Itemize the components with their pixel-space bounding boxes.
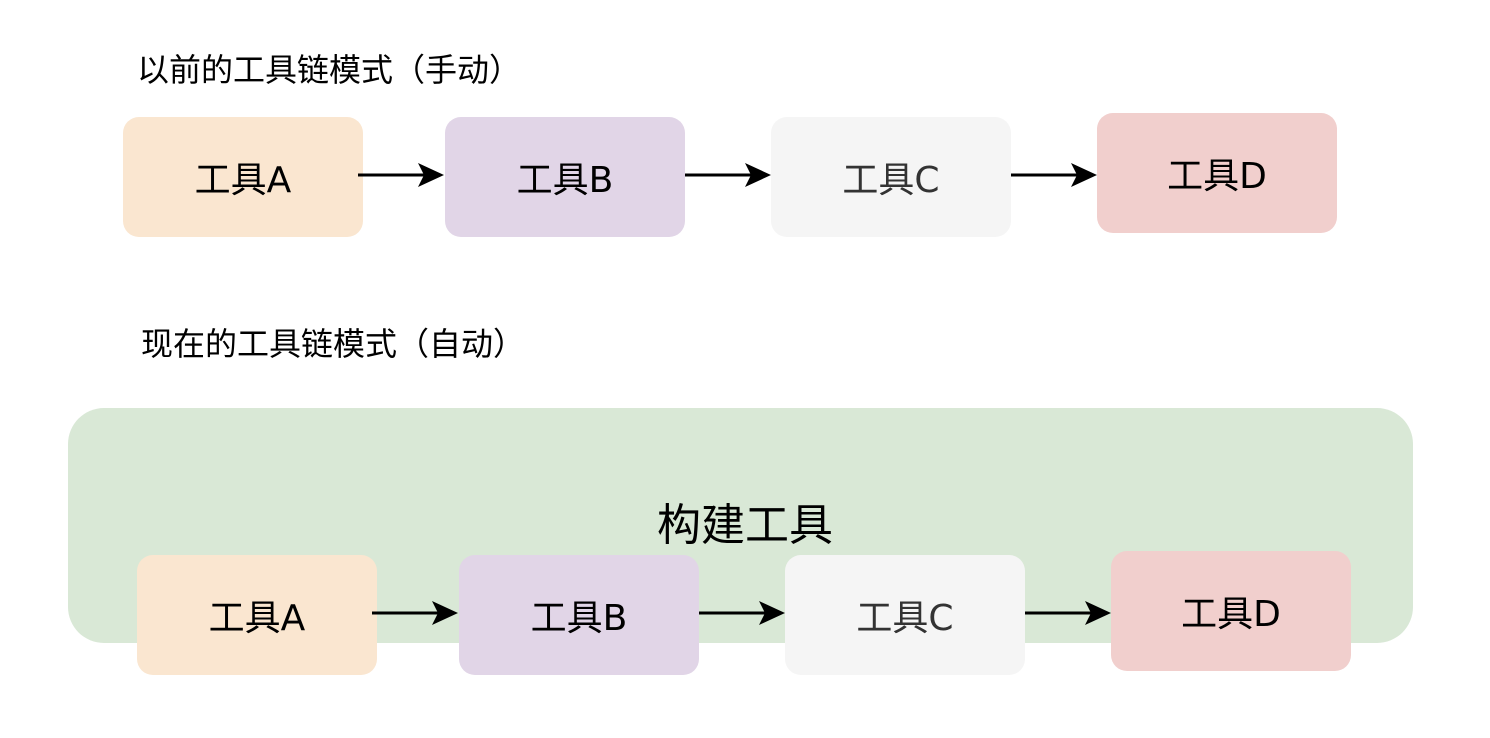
auto-tool-b: 工具B: [459, 555, 699, 675]
manual-arrow-a-b: [358, 163, 444, 187]
auto-tool-a-label: 工具A: [208, 598, 306, 639]
auto-tool-d-label: 工具D: [1181, 594, 1281, 635]
auto-tool-c: 工具C: [785, 555, 1025, 675]
manual-tool-b: 工具B: [445, 117, 685, 237]
auto-tool-a: 工具A: [137, 555, 377, 675]
manual-toolchain-title: 以前的工具链模式（手动）: [137, 51, 522, 89]
manual-tool-c: 工具C: [771, 117, 1011, 237]
manual-tool-a: 工具A: [123, 117, 363, 237]
auto-tool-c-label: 工具C: [856, 598, 954, 639]
auto-toolchain-title: 现在的工具链模式（自动）: [141, 325, 526, 363]
auto-tool-b-label: 工具B: [530, 598, 628, 639]
manual-tool-a-label: 工具A: [194, 160, 292, 201]
manual-tool-c-label: 工具C: [842, 160, 940, 201]
manual-tool-d: 工具D: [1097, 113, 1337, 233]
manual-arrow-c-d: [1011, 163, 1097, 187]
build-tool-label: 构建工具: [657, 500, 833, 551]
manual-tool-d-label: 工具D: [1167, 156, 1267, 197]
manual-arrow-b-c: [685, 163, 771, 187]
auto-tool-d: 工具D: [1111, 551, 1351, 671]
manual-tool-b-label: 工具B: [516, 160, 614, 201]
